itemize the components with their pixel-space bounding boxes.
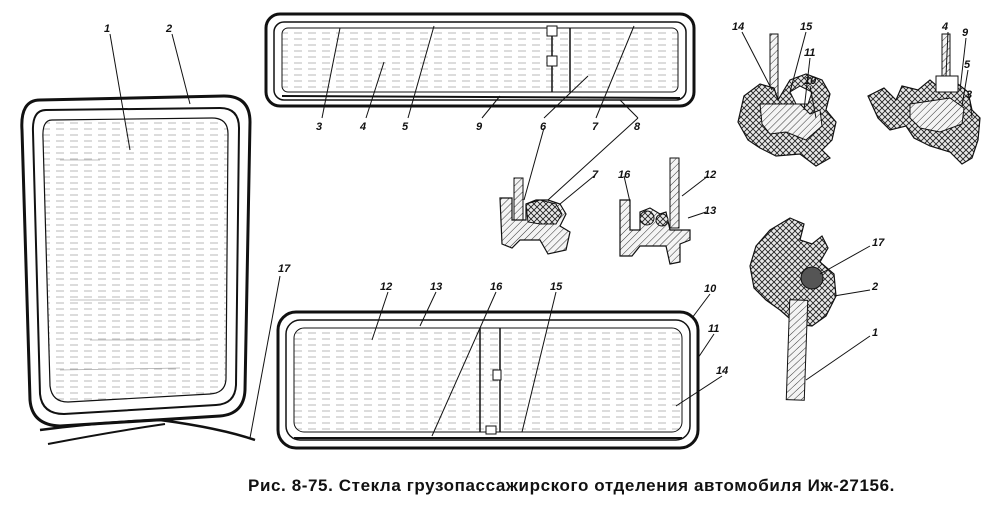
callout-10b: 10 — [804, 75, 817, 87]
callout-10: 10 — [704, 283, 717, 295]
side-glass — [20, 94, 256, 445]
callout-5: 5 — [402, 121, 409, 133]
section-right-b — [867, 33, 981, 165]
section-right-a — [737, 33, 837, 167]
section-upper-seal — [499, 177, 571, 255]
callout-6: 6 — [540, 121, 547, 133]
callout-1b: 1 — [872, 327, 878, 339]
callout-2: 2 — [165, 23, 172, 35]
callout-13: 13 — [430, 281, 442, 293]
section-lower-seal — [619, 157, 691, 265]
callout-17b: 17 — [872, 237, 885, 249]
figure-caption: Рис. 8-75. Стекла грузопассажирского отд… — [248, 476, 895, 495]
callout-14b: 14 — [732, 21, 744, 33]
callout-15b: 15 — [800, 21, 813, 33]
callout-4: 4 — [359, 121, 366, 133]
callout-7b: 7 — [592, 169, 599, 181]
callout-9b: 9 — [962, 27, 969, 39]
callout-13b: 13 — [704, 205, 716, 217]
callout-9: 9 — [476, 121, 483, 133]
callout-11: 11 — [708, 323, 719, 335]
lower-window — [276, 310, 700, 450]
callout-7: 7 — [592, 121, 599, 133]
callout-labels: 1 2 17 3 4 5 9 6 7 8 7 16 12 13 12 13 16… — [104, 21, 972, 377]
callout-3: 3 — [316, 121, 322, 133]
callout-2b: 2 — [871, 281, 878, 293]
callout-14: 14 — [716, 365, 728, 377]
callout-16: 16 — [490, 281, 503, 293]
callout-15: 15 — [550, 281, 563, 293]
callout-5b: 5 — [964, 59, 971, 71]
section-side-seal — [749, 217, 837, 401]
callout-12: 12 — [380, 281, 392, 293]
leader-lines — [109, 25, 973, 439]
callout-8: 8 — [634, 121, 641, 133]
callout-1: 1 — [104, 23, 110, 35]
callout-17: 17 — [278, 263, 291, 275]
callout-12b: 12 — [704, 169, 716, 181]
callout-4b: 4 — [941, 21, 948, 33]
upper-window — [264, 12, 696, 108]
callout-3b: 3 — [966, 89, 972, 101]
callout-11b: 11 — [804, 47, 815, 59]
callout-16b: 16 — [618, 169, 631, 181]
